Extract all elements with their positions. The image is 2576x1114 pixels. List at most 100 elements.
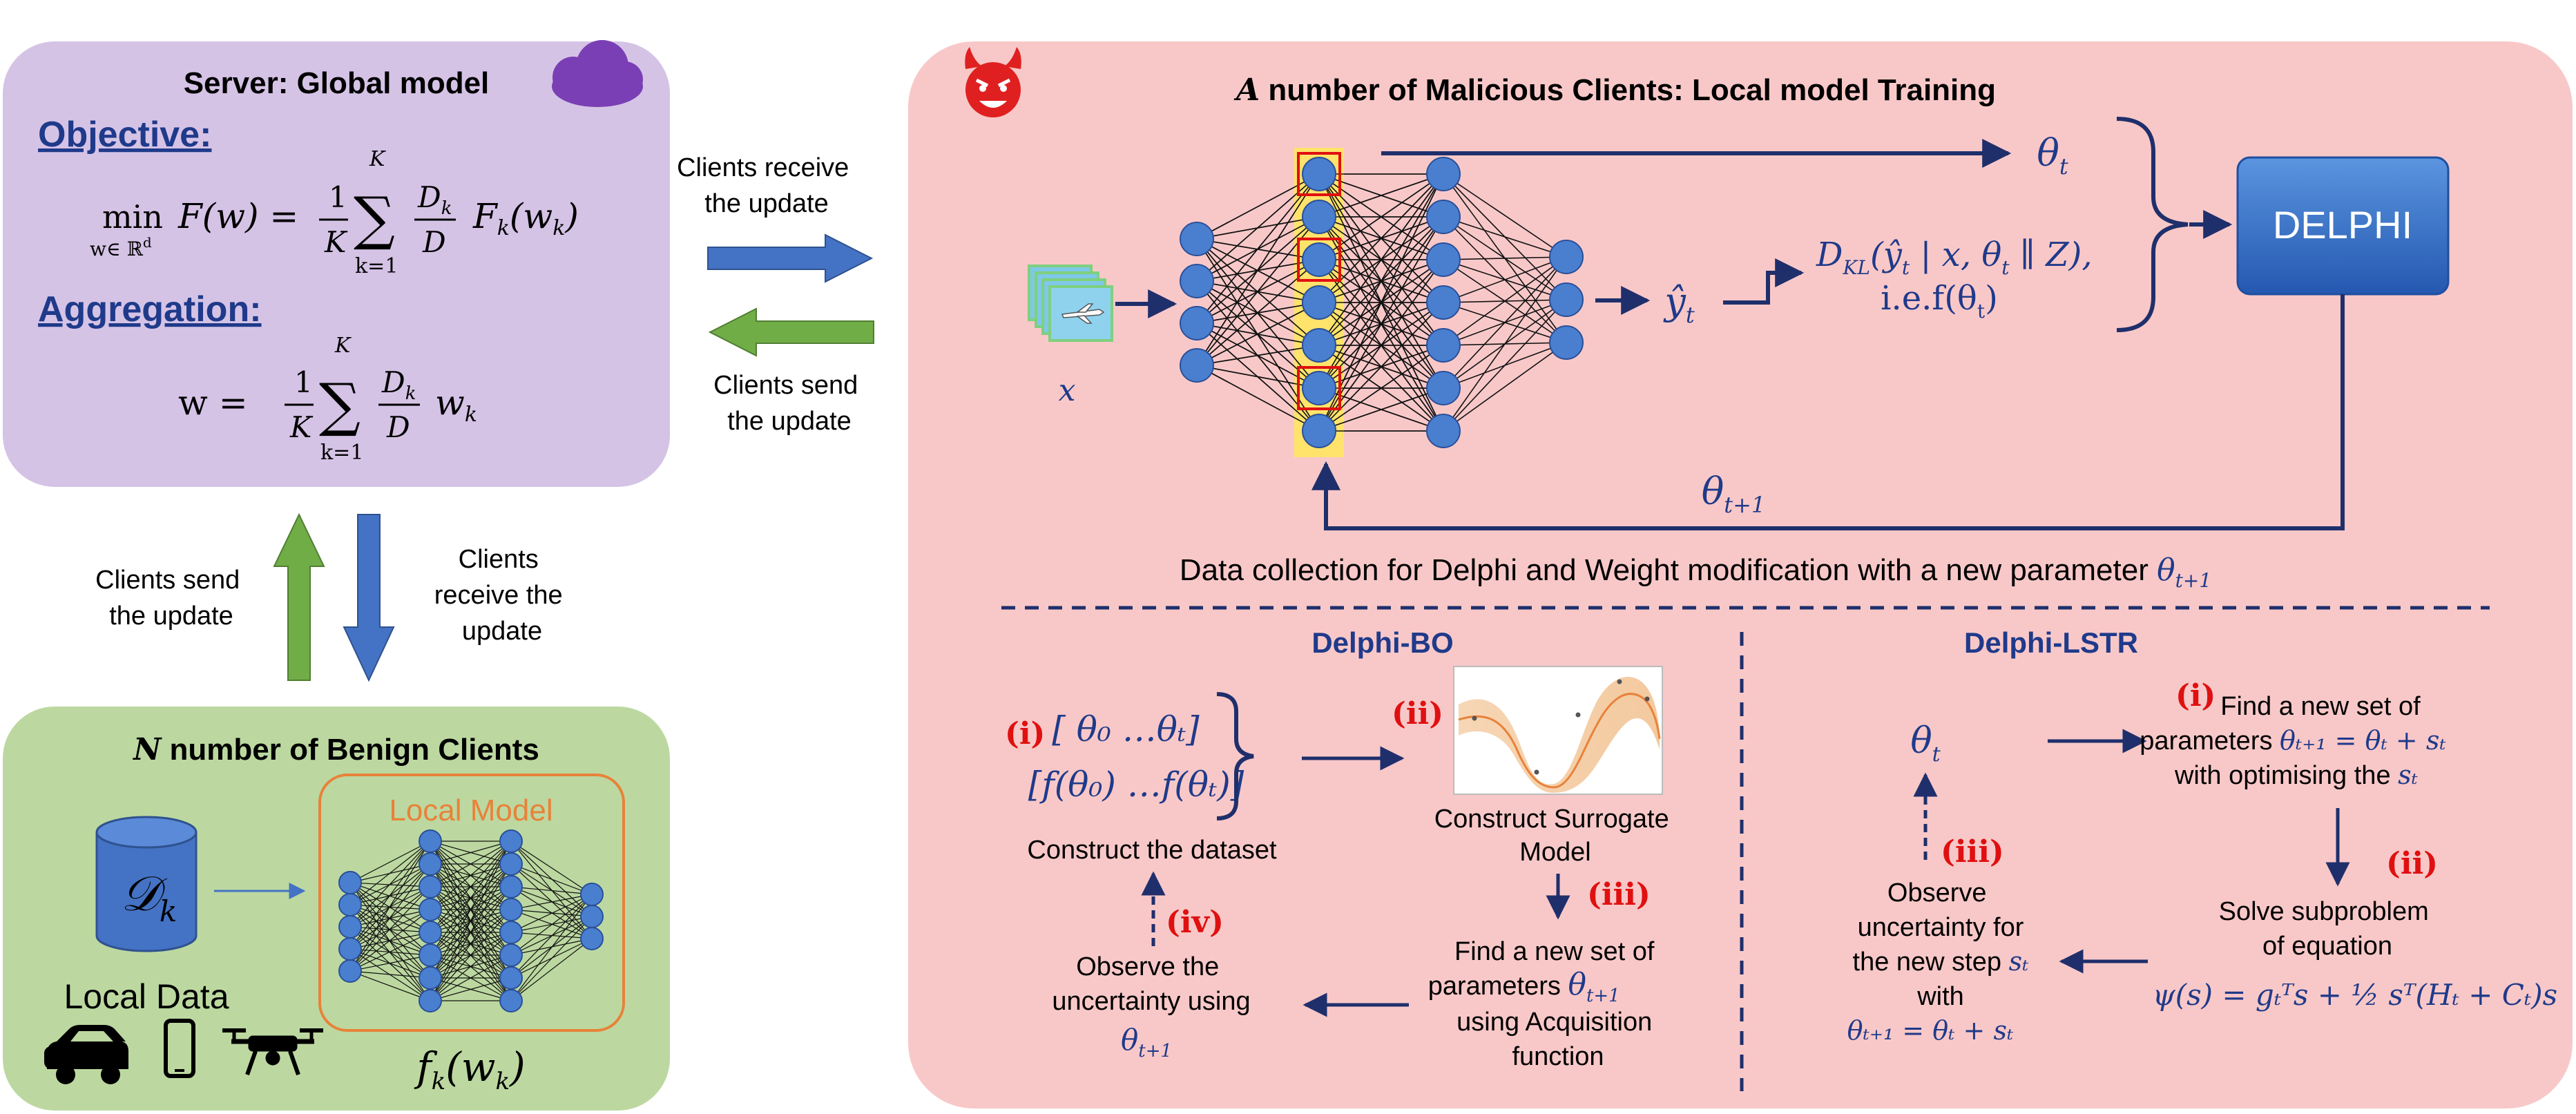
lstr-observe-eq: θₜ₊₁ = θₜ + sₜ [1847,1015,2014,1046]
aggregation-heading: Aggregation: [38,289,262,329]
objective-formula: min w∈ ℝd F(w) = 1 K K ∑ k=1 Dk D Fk(wk) [90,147,579,278]
highlighted-connections [1196,173,1444,432]
bo-dataset-row2: [f(θ₀) …f(θₜ)] [1028,765,1244,805]
network-node [1302,242,1336,277]
svg-text:∑: ∑ [354,184,395,252]
network-node [499,829,523,853]
svg-text:K: K [289,410,314,444]
local-data-label: Local Data [64,977,229,1016]
network-node [580,905,604,928]
kl-divergence-line1: DKL(ŷt | x, θt ∥ Z), [1816,236,2093,279]
bo-dataset-brace [1216,692,1254,820]
send-arrow [708,307,874,357]
svg-text:w∈ ℝd: w∈ ℝd [90,234,152,260]
network-node [1302,328,1336,363]
network-node [1180,222,1214,256]
network-node [338,959,362,983]
malicious-network [1180,148,1584,457]
bo-surrogate-label: Construct Surrogate Model [1434,805,1677,867]
malicious-panel: A number of Malicious Clients: Local mod… [908,41,2573,1108]
network-node [1426,414,1461,448]
svg-text:D: D [386,410,410,444]
network-node [1549,325,1584,360]
network-node [338,871,362,894]
svg-text:K: K [334,334,352,358]
network-node [1426,200,1461,234]
network-node [1549,240,1584,274]
lstr-step-ii: (ii) [2386,846,2438,881]
network-node [1426,328,1461,363]
network-node [499,921,523,944]
network-node [419,921,442,944]
bo-title: Delphi-BO [1311,626,1453,659]
svg-text:Dk: Dk [417,180,452,219]
network-node [580,883,604,906]
server-panel: Server: Global model Objective: min w∈ ℝ… [3,40,670,487]
svg-text:k=1: k=1 [355,254,398,278]
svg-text:Dk: Dk [381,365,416,404]
svg-text:wk: wk [435,383,477,427]
send-up-arrow [273,512,325,681]
airplane-icon [1061,303,1105,324]
network-node [1180,306,1214,340]
bo-surrogate-plot [1453,666,1663,795]
objective-heading: Objective: [38,115,211,155]
svg-text:1: 1 [294,365,313,399]
network-node [499,943,523,967]
network-node [1180,264,1214,298]
database-icon: 𝒟k [95,816,198,952]
lstr-theta-t: θt [1910,720,1941,767]
network-node [1426,285,1461,320]
feedback-arrow [1311,294,2345,530]
send-update-label: Clients send the update [713,371,865,436]
modified-weight-marker [1297,238,1341,282]
local-model-network [338,829,604,1012]
network-node [419,966,442,990]
lstr-observe-with: with [1916,982,1964,1011]
network-node [419,898,442,921]
svg-text:∑: ∑ [319,371,361,439]
lstr-step-i: (i) [2175,678,2215,713]
lstr-solve-label: Solve subproblem of equation [2219,897,2436,961]
input-variable: x [1059,373,1076,408]
svg-text:1: 1 [329,180,347,214]
bo-step-iii: (iii) [1587,877,1651,912]
svg-text:k=1: k=1 [320,441,363,465]
combine-brace [2116,117,2189,332]
bo-step-iv: (iv) [1166,905,1224,940]
delphi-label: DELPHI [2273,203,2412,247]
network-node [1302,157,1336,191]
network-node [1426,242,1461,277]
modified-weight-marker [1297,366,1341,410]
lstr-observe-step: the new step sₜ [1853,946,2030,977]
network-node [499,898,523,921]
lstr-find-label: Find a new set of [2220,692,2421,721]
network-node [1302,414,1336,448]
delphi-lstr-section: Delphi-LSTR θt (i) Find a new set of par… [1847,626,2558,1046]
server-benign-exchange: Clients send the update Clients receive … [95,512,570,682]
benign-panel: N number of Benign Clients 𝒟k Local Data… [3,707,670,1111]
bo-construct-dataset: Construct the dataset [1027,836,1277,865]
devil-icon [965,47,1021,117]
network-node [419,829,442,853]
server-malicious-exchange: Clients receive the update Clients send … [677,153,874,436]
network-node [1426,371,1461,405]
network-node [1302,371,1336,405]
aggregation-formula: w = 1 K K ∑ k=1 Dk D wk [178,334,477,465]
network-node [419,989,442,1012]
yhat-to-kl-arrow [1723,258,1805,305]
network-connections [349,841,593,1001]
network-node [419,943,442,967]
network-node [499,852,523,876]
kl-divergence-line2: i.e.f(θt) [1881,279,1998,323]
bo-acquisition-label: Find a new set of parameters θt+1 using … [1428,937,1662,1071]
server-title: Server: Global model [184,66,490,100]
theta-t-label: θt [2037,131,2068,180]
network-node [499,989,523,1012]
theta-next-label: θt+1 [1702,470,1766,518]
receive-update-vertical-label: Clients receive the update [434,545,570,646]
send-update-vertical-label: Clients send the update [95,566,247,631]
network-node [338,893,362,916]
bo-observe-label: Observe the uncertainty using [1052,952,1250,1016]
svg-text:K: K [369,147,386,171]
